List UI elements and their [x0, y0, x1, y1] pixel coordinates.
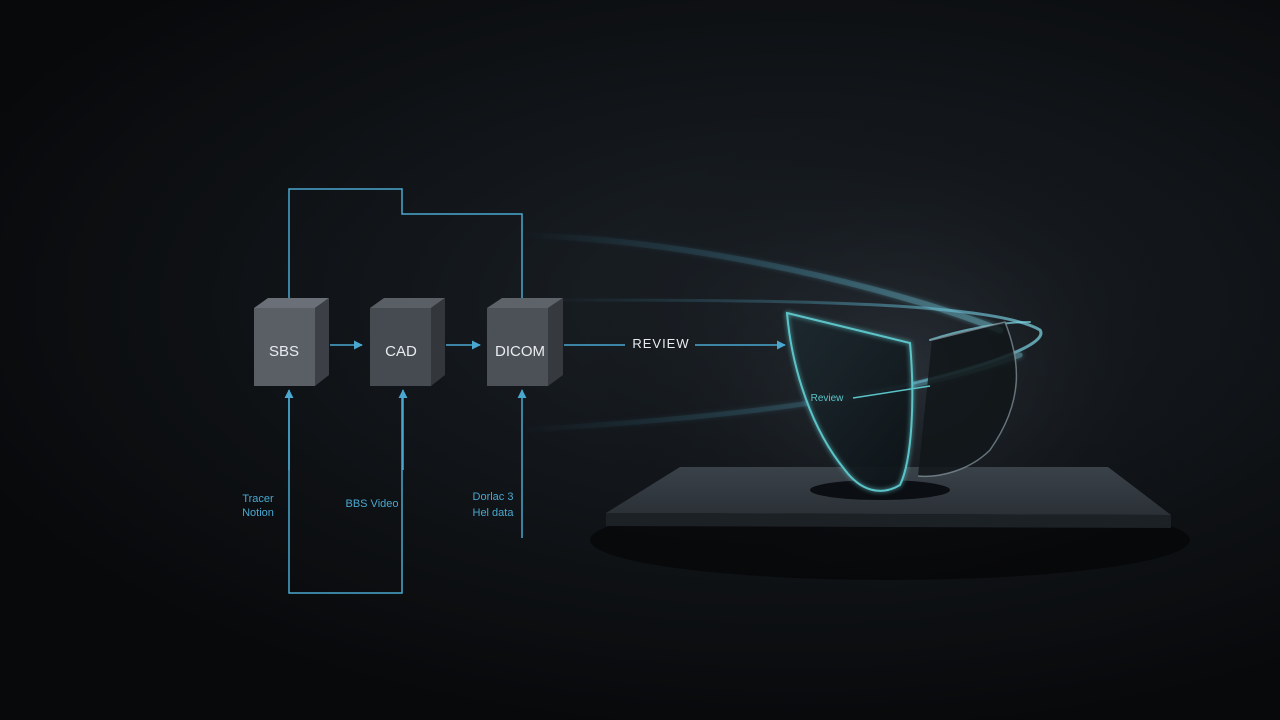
bottom-connector-line: [288, 395, 403, 594]
flow-label-review: REVIEW: [632, 336, 689, 351]
viewer-shell: Review: [785, 311, 1018, 492]
block-label-cad: CAD: [385, 343, 417, 360]
input-label-3-line1: Dorlac 3: [473, 491, 514, 503]
input-label-3-line2: Hel data: [473, 507, 515, 519]
input-label-1-line2: Notion: [242, 507, 274, 519]
display-platform: [590, 467, 1190, 580]
block-cad: CAD: [370, 298, 445, 386]
block-label-sbs: SBS: [269, 343, 299, 360]
block-sbs: SBS: [254, 298, 329, 386]
block-dicom: DICOM: [487, 298, 563, 386]
top-connector-line: [288, 188, 523, 300]
input-label-2: BBS Video: [345, 498, 398, 510]
block-label-dicom: DICOM: [495, 343, 545, 360]
viewer-label: Review: [811, 393, 845, 404]
input-label-1-line1: Tracer: [242, 493, 274, 505]
